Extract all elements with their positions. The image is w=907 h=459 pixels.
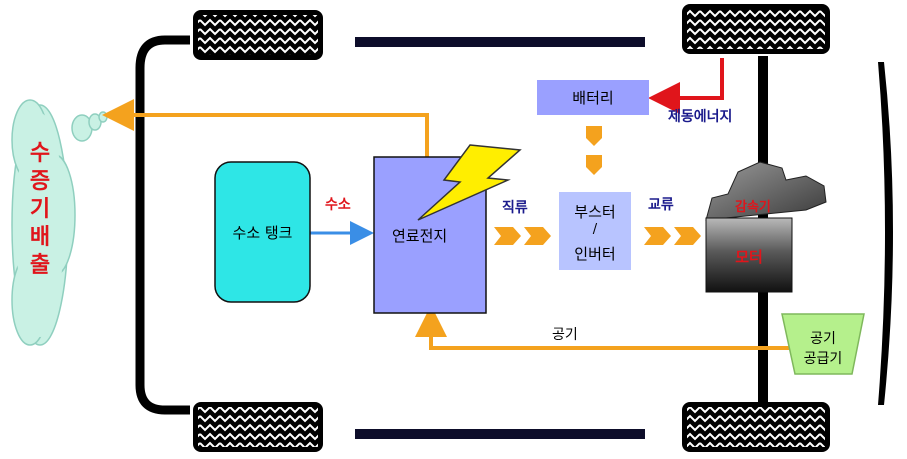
steam-cloud	[11, 99, 108, 346]
bottom-bar	[355, 429, 645, 439]
rear-bumper	[878, 62, 893, 405]
wheel-rear-bottom	[682, 402, 830, 452]
tank-label: 수소 탱크	[232, 223, 293, 242]
ac-label: 교류	[648, 197, 674, 213]
ac-chevrons	[644, 227, 701, 245]
lightning-icon	[417, 144, 522, 221]
regen-label: 제동에너지	[668, 109, 733, 125]
air-flow-arrow	[415, 305, 790, 350]
booster-label-top: 부스터	[574, 203, 616, 221]
wheel-rear-top	[682, 4, 830, 54]
booster-inverter-box	[559, 192, 631, 270]
hydrogen-label: 수소	[325, 197, 351, 213]
reducer-label: 감속기	[735, 200, 771, 215]
dc-chevrons	[494, 227, 551, 245]
car-body-left-frame	[135, 35, 190, 415]
booster-label-sep: /	[592, 222, 598, 237]
battery-chevrons	[586, 126, 602, 175]
dc-label: 직류	[502, 200, 528, 216]
hydrogen-tank	[214, 161, 311, 303]
battery-box	[537, 80, 649, 115]
wheel-front-bottom	[193, 402, 323, 452]
reducer-gearbox	[705, 161, 827, 221]
booster-label-bottom: 인버터	[574, 245, 616, 263]
motor-label: 모터	[735, 247, 763, 266]
exhaust-label: 수증기배출	[29, 141, 51, 278]
motor-block	[705, 217, 793, 293]
wheel-front-top	[193, 10, 323, 60]
exhaust-flow-arrow	[102, 99, 429, 157]
air-supply-unit	[781, 313, 865, 375]
air-supply-label-top: 공기	[810, 331, 836, 347]
top-bar	[355, 37, 645, 47]
battery-label: 배터리	[572, 89, 614, 107]
air-supply-label-bottom: 공급기	[803, 351, 843, 367]
air-label: 공기	[552, 327, 578, 343]
regen-flow-arrow	[648, 58, 724, 114]
fuel-cell-label: 연료전지	[392, 227, 448, 245]
